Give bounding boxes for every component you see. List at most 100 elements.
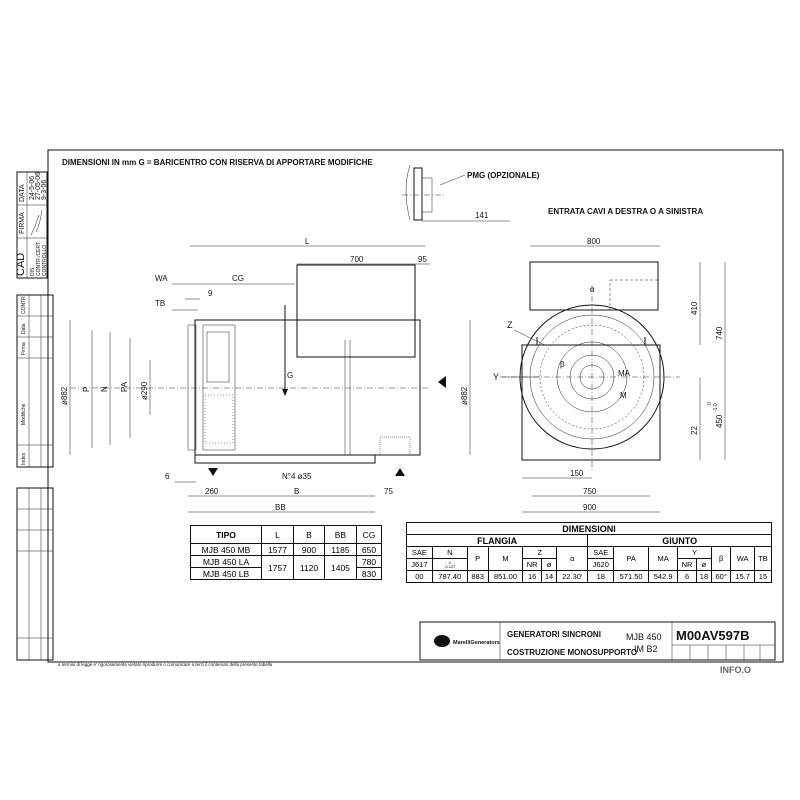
- signature-icon: [30, 209, 43, 236]
- side_view-d700: 700: [350, 255, 364, 264]
- revision_block-dates-0: 24-5-06: [29, 176, 36, 200]
- side_view-N: N: [100, 386, 109, 392]
- front_view-d150: 150: [570, 469, 584, 478]
- drawing-frame: [47, 149, 784, 663]
- dim_table-h-6: SAE: [587, 546, 615, 559]
- pmg-detail: PMG (OPZIONALE) 141: [402, 164, 540, 222]
- dim_table-h2-6: NR: [677, 558, 697, 571]
- front_view-tol_upper: 0: [707, 402, 713, 405]
- side_view-d9: 9: [208, 289, 213, 298]
- dim_table-h-0: SAE: [406, 546, 433, 559]
- type_table-headers-2: B: [292, 525, 325, 544]
- view-arrow-icon: [438, 376, 446, 388]
- type_table-rows-2-CG: 830: [355, 567, 383, 580]
- dim_table-values-3: 851.00: [487, 570, 524, 583]
- dim_table-flangia: FLANGIA: [405, 534, 589, 547]
- side_view-BB: BB: [275, 503, 286, 512]
- dim_table-values-9: 542.9: [648, 570, 679, 583]
- dim_table-h2-0: J617: [406, 558, 433, 571]
- front-view: ENTRATA CAVI A DESTRA O A SINISTRA 800 Z…: [493, 207, 726, 513]
- side_view-L: L: [305, 237, 310, 246]
- revision_block-data: DATA: [19, 184, 26, 202]
- type_table-rows-0-tipo: MJB 450 MB: [190, 543, 262, 556]
- side_view-B: B: [294, 487, 299, 496]
- side_view-holes: N°4 ø35: [282, 472, 312, 481]
- dim_table-values-0: 00: [406, 570, 433, 583]
- side_view-G: G: [287, 371, 293, 380]
- front_view-d450: 450: [715, 414, 724, 428]
- front_view-d750: 750: [583, 487, 597, 496]
- side_strip-labels-0: Index: [21, 452, 27, 465]
- side_view-dia882: ø882: [60, 386, 69, 405]
- dim_table-h2-3: NR: [522, 558, 542, 571]
- dim_table-h-8: MA: [648, 546, 679, 571]
- table-row: MJB 450 LB 830: [190, 567, 383, 580]
- revision-block: DATA FIRMA CAD 24-5-06 27-05-06 9-3-06 D…: [15, 171, 48, 279]
- title_block-mount: IM B2: [634, 644, 658, 654]
- front_view-d900: 900: [583, 503, 597, 512]
- dim_table-values-12: 60°: [711, 570, 732, 583]
- dim_table-title: DIMENSIONI: [406, 522, 772, 535]
- revision_block-dis: DIS.: [30, 266, 36, 276]
- dim_table-h2-2: -0.127: [444, 563, 456, 569]
- dim_table-h2-4: ø: [540, 558, 558, 571]
- front_view-alpha: α: [590, 285, 595, 294]
- dim_table-values-11: 18: [695, 570, 713, 583]
- footer-note: a termini di legge e' rigorosamente viet…: [58, 662, 273, 667]
- type_table-rows-1-CG: 780: [355, 555, 383, 568]
- revision_block-controllo: CONTROLLO: [42, 245, 48, 276]
- dim_table-h-7: PA: [613, 546, 650, 571]
- front_view-Z: Z: [507, 320, 513, 330]
- header-note: DIMENSIONI IN mm G = BARICENTRO CON RISE…: [62, 158, 373, 167]
- front_view-d800: 800: [587, 237, 601, 246]
- title-block: MarelliGenerators GENERATORI SINCRONI CO…: [419, 621, 776, 661]
- dim_table-h-1: N: [431, 546, 468, 559]
- dim_table-values-6: 22.30': [556, 570, 589, 583]
- side_view-WA: WA: [155, 274, 168, 283]
- type_table-rows-2-tipo: MJB 450 LB: [190, 567, 262, 580]
- dim_table-values-13: 15.7: [730, 570, 755, 583]
- dim_table-h-3: M: [487, 546, 524, 571]
- dim_table-h2-7: ø: [695, 558, 713, 571]
- side_view-CG: CG: [232, 274, 244, 283]
- type_table-rows-1-BB: 1405: [323, 555, 357, 580]
- dim_table-h-4: Z: [522, 546, 558, 559]
- type_table-rows-0-L: 1577: [261, 543, 294, 556]
- title_block-line1: GENERATORI SINCRONI: [507, 630, 601, 639]
- front_view-d740: 740: [715, 326, 724, 340]
- type_table-rows-0-B: 900: [292, 543, 325, 556]
- dim_table-values-10: 6: [677, 570, 697, 583]
- dim_table-h2-5: J620: [587, 558, 615, 571]
- type_table-headers-4: CG: [355, 525, 383, 544]
- side_view-dia290: ø290: [140, 381, 149, 400]
- side_view-d75: 75: [384, 487, 393, 496]
- side_strip-labels-4: CONTR: [21, 296, 27, 314]
- dim_table-h-10: β: [711, 546, 732, 571]
- up-arrow-icon: [395, 468, 405, 476]
- side_view-PA: PA: [120, 381, 129, 392]
- dim_table-values-1: 787.40: [431, 570, 468, 583]
- side_view-TB: TB: [155, 299, 165, 308]
- dim_table-values-5: 14: [540, 570, 558, 583]
- front_view-tol_lower: -1.0: [713, 403, 719, 412]
- side_strip-labels-1: Modifiche: [21, 403, 27, 425]
- side_view-d260: 260: [205, 487, 219, 496]
- front_view-Y: Y: [493, 372, 499, 382]
- type_table-rows-0-BB: 1185: [323, 543, 357, 556]
- side_view-dia882_right: ø882: [460, 386, 469, 405]
- type_table-headers-0: TIPO: [190, 525, 262, 544]
- revision_block-dates-1: 27-05-06: [35, 172, 42, 200]
- front_view-MA: MA: [618, 369, 631, 378]
- side-view: L 700 95 WA CG 9 TB G ø882 P N: [60, 237, 471, 513]
- dim_table-h-5: α: [556, 546, 589, 571]
- brand-logo-icon: [434, 635, 450, 647]
- type_table-rows-1-tipo: MJB 450 LA: [190, 555, 262, 568]
- front_view-beta: β: [560, 360, 565, 369]
- revision_block-firma: FIRMA: [19, 212, 26, 234]
- dim_table-h-12: TB: [753, 546, 773, 571]
